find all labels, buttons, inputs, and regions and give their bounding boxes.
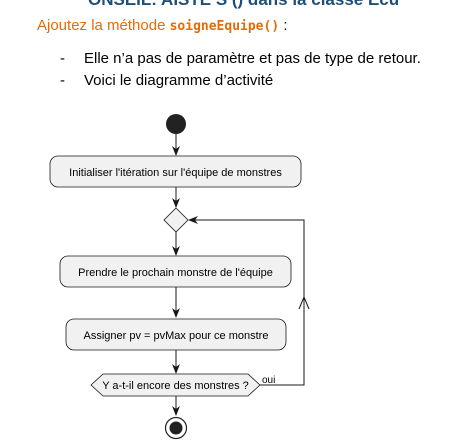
- bullet-text: Voici le diagramme d’activité: [84, 72, 274, 89]
- action-next-label: Prendre le prochain monstre de l'équipe: [78, 267, 273, 279]
- loop-label: oui: [262, 375, 275, 386]
- instruction-line: Ajoutez la méthode soigneEquipe() :: [37, 17, 288, 34]
- end-node-inner: [169, 421, 183, 435]
- bullet-list: - Elle n’a pas de paramètre et pas de typ…: [60, 50, 421, 94]
- method-name: soigneEquipe(): [169, 19, 280, 34]
- instruction-suffix: :: [279, 17, 288, 34]
- action-assign-label: Assigner pv = pvMax pour ce monstre: [84, 330, 269, 342]
- bullet-item: - Voici le diagramme d’activité: [60, 72, 421, 94]
- bullet-text: Elle n’a pas de paramètre et pas de type…: [84, 50, 421, 67]
- bullet-dash: -: [60, 72, 65, 89]
- bullet-item: - Elle n’a pas de paramètre et pas de typ…: [60, 50, 421, 72]
- instruction-prefix: Ajoutez la méthode: [37, 17, 170, 34]
- merge-node: [163, 207, 189, 233]
- section-title-clipped: ONSEIL: AISTE S () dans la classe Ecu: [88, 0, 399, 10]
- bullet-dash: -: [60, 50, 65, 67]
- start-node: [166, 114, 186, 134]
- decision-label: Y a-t-il encore des monstres ?: [102, 380, 249, 392]
- loop-direction-arrow: [298, 295, 310, 310]
- action-init-label: Initialiser l'itération sur l'équipe de …: [69, 167, 282, 179]
- loop-back-arrow: [188, 216, 305, 386]
